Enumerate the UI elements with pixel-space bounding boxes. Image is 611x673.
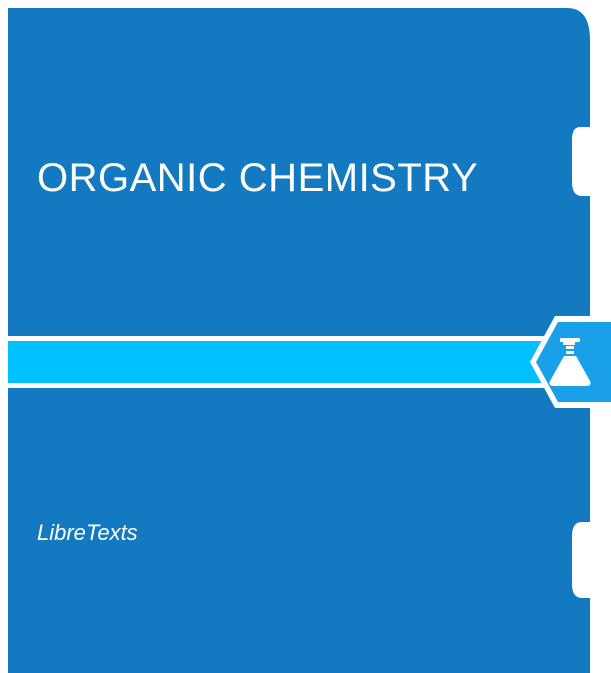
emblem: [530, 316, 611, 408]
band-top-stripe: [8, 336, 568, 341]
band-bottom-stripe: [8, 383, 568, 388]
book-title: ORGANIC CHEMISTRY: [37, 156, 479, 200]
publisher-name: LibreTexts: [37, 520, 138, 545]
flask-icon: [549, 338, 591, 386]
cyan-band: [8, 341, 568, 383]
